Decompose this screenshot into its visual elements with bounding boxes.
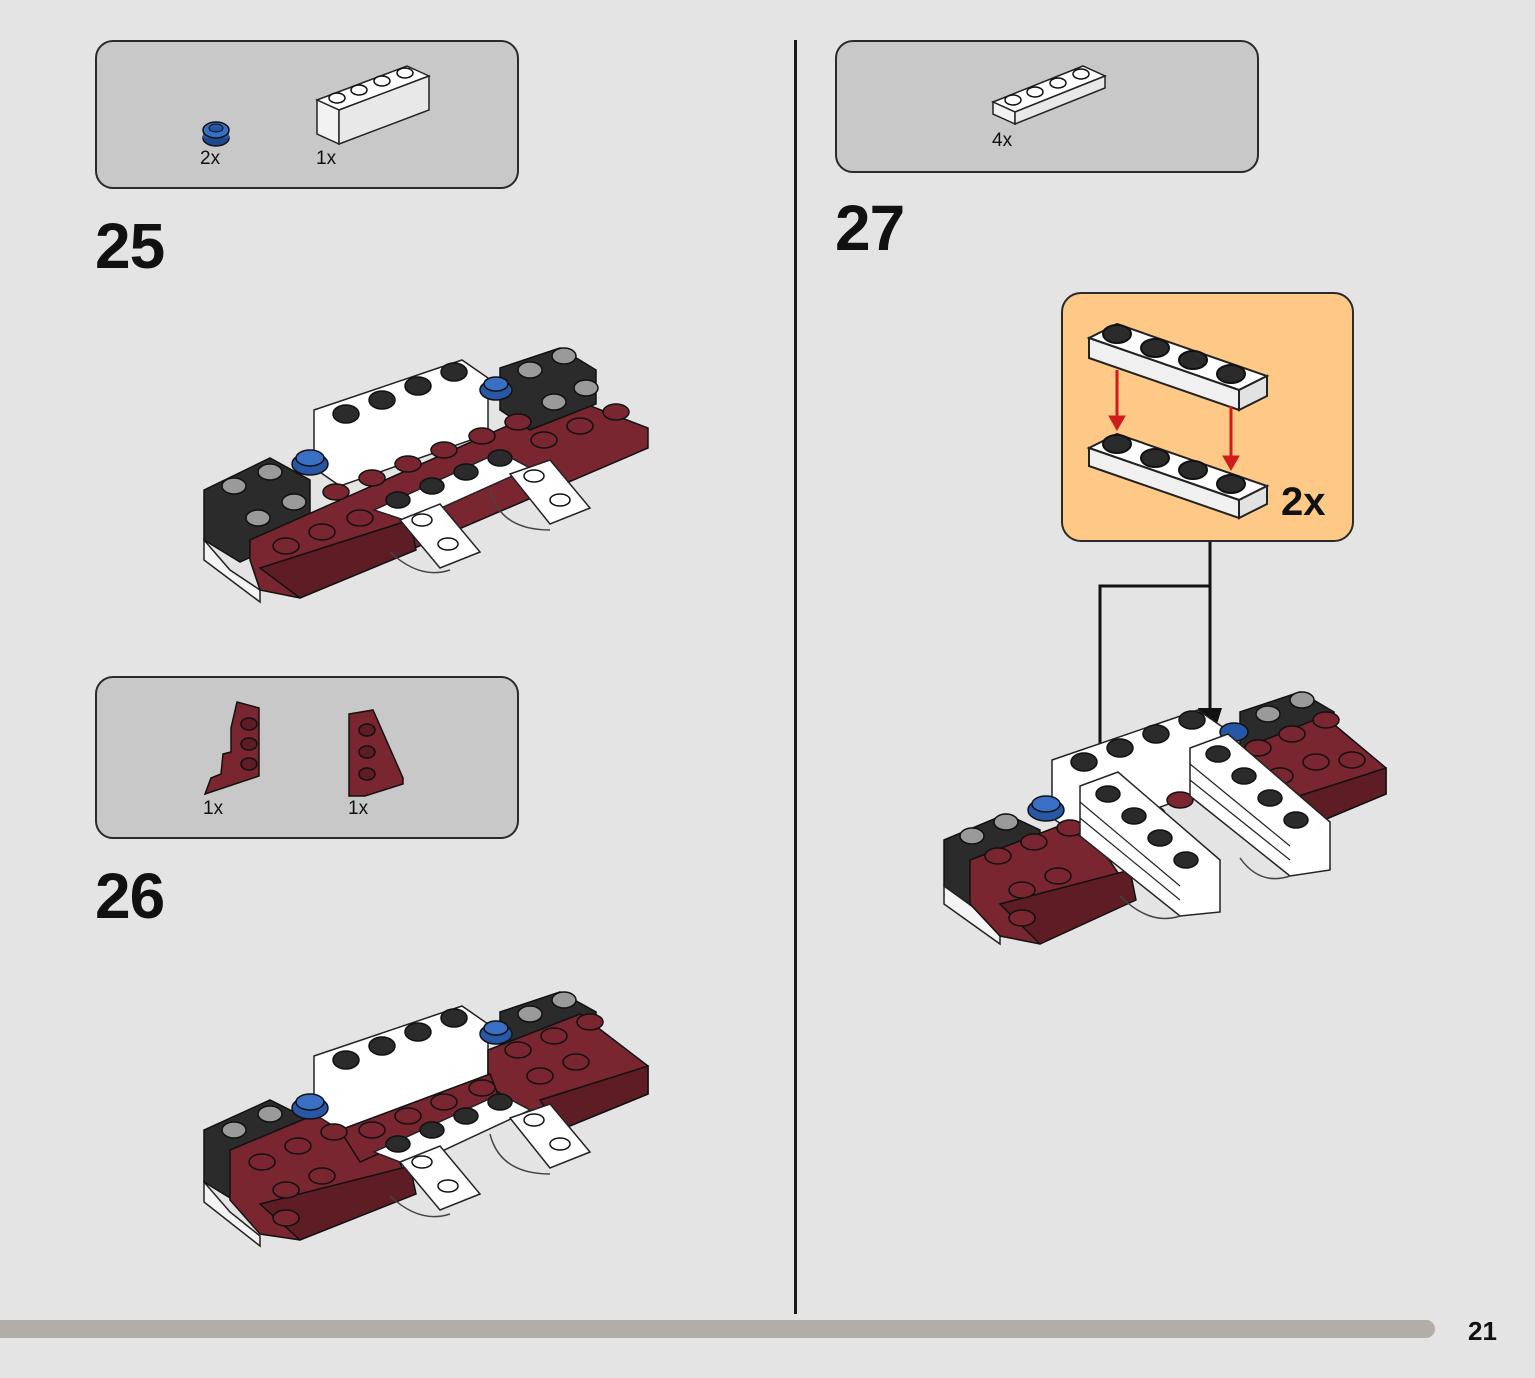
step-25-build-illustration [203,347,649,604]
wing-plate-left-icon [203,701,260,796]
white-brick-1x4-icon [315,65,431,146]
part-qty: 2x [200,148,221,169]
step-26-parts-callout: 1x 1x [95,676,519,839]
step-number: 27 [835,192,905,264]
part-qty: 4x [992,130,1013,151]
plate-stacking-icon [1086,322,1270,520]
white-plate-1x4-icon [991,65,1107,126]
subassembly-qty: 2x [1281,480,1326,524]
page-progress-bar [0,1320,1435,1338]
step-number: 25 [95,210,165,282]
step-27-build-illustration [943,691,1387,946]
page-number: 21 [1468,1316,1497,1346]
subassembly-callout: 2x [1061,292,1354,542]
part-qty: 1x [348,798,369,819]
part-qty: 1x [203,798,224,819]
step-number: 26 [95,860,165,932]
blue-round-plate-icon [202,121,230,147]
step-26-build-illustration [203,991,649,1248]
step-25-parts-callout: 2x 1x [95,40,519,189]
wing-plate-right-icon [348,709,404,797]
column-divider [794,40,797,1314]
part-qty: 1x [316,148,337,169]
step-27-parts-callout: 4x [835,40,1259,173]
